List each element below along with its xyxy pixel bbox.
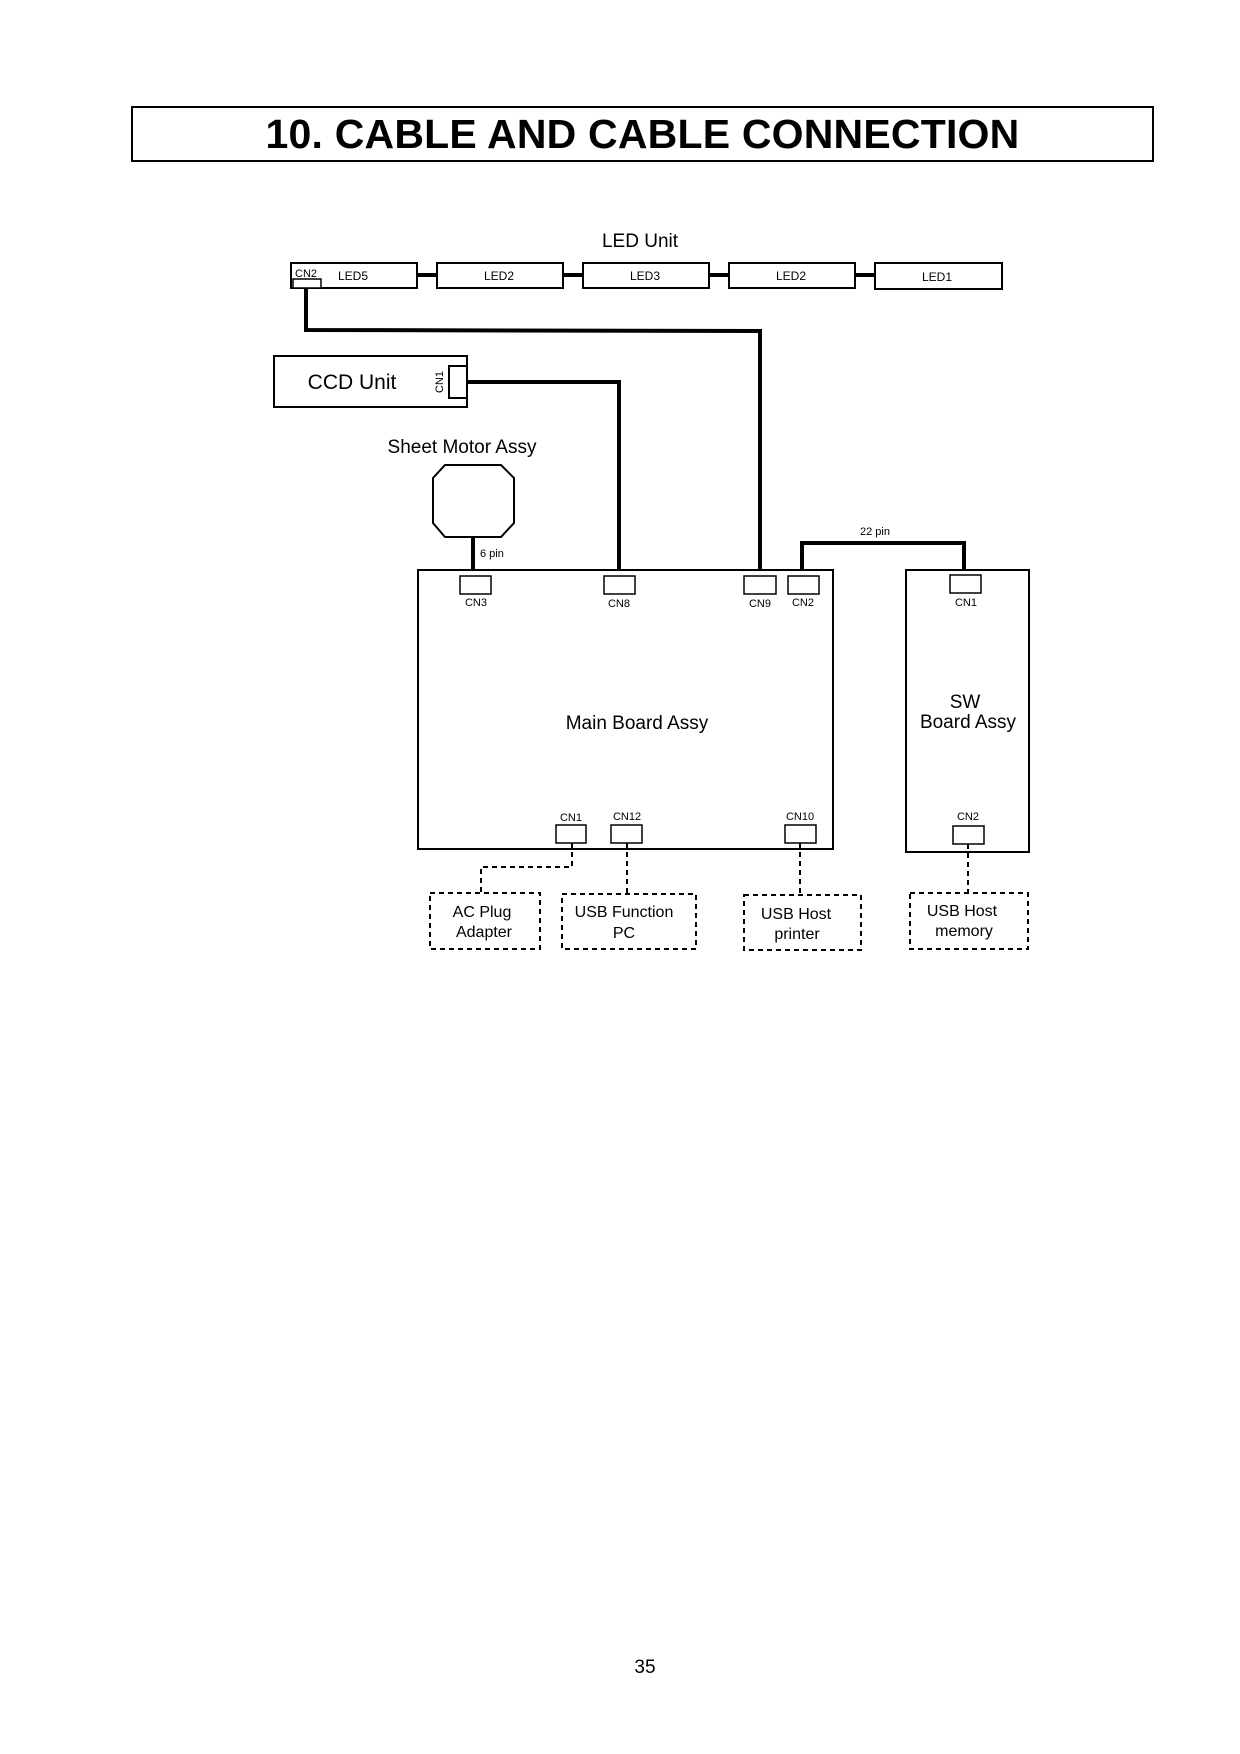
main-cn1-connector [555, 824, 587, 844]
led-segment-label: LED2 [776, 269, 806, 283]
main-cn12-label: CN12 [613, 811, 641, 823]
main-cn3-connector [459, 575, 492, 595]
ccd-unit-box [273, 355, 468, 408]
sheet-motor-label: Sheet Motor Assy [388, 437, 537, 458]
section-title-box: 10. CABLE AND CABLE CONNECTION [131, 106, 1154, 162]
sw-board-label-line1: SW [950, 692, 981, 713]
sheet-motor: Sheet Motor Assy [388, 437, 537, 538]
usb-host-memory-label-line2: memory [935, 923, 993, 940]
main-cables [304, 288, 966, 576]
main-cn9-connector [743, 575, 777, 595]
main-cn10-connector [784, 824, 817, 844]
usb-host-memory-box [909, 892, 1029, 950]
main-cn1-label: CN1 [560, 812, 582, 824]
led-unit-label: LED Unit [602, 231, 679, 252]
led-segment [582, 262, 710, 289]
led-cn2-label: CN2 [295, 268, 317, 280]
main-cn2-label: CN2 [792, 597, 814, 609]
external-cables [480, 843, 969, 895]
usb-host-printer-label-line2: printer [774, 926, 820, 943]
usb-host-memory-label-line1: USB Host [927, 903, 998, 920]
sw-cn2-connector [952, 825, 985, 845]
usb-function-label-line2: PC [613, 925, 635, 942]
main-board-label: Main Board Assy [566, 713, 709, 734]
sw-board-box [905, 569, 1030, 853]
main-board: Main Board Assy CN3 CN8 CN9 CN2 CN1 CN12… [417, 569, 834, 850]
cable-led-to-cn9 [304, 288, 762, 576]
sw-cn1-connector [949, 574, 982, 594]
sw-cn2-label: CN2 [957, 811, 979, 823]
led-unit: LED Unit LED5 LED2 LED3 LED2 LED1 CN2 [290, 231, 1003, 290]
ccd-cn1-connector [448, 365, 468, 399]
main-board-box [417, 569, 834, 850]
sw-board: SW Board Assy CN1 CN2 [905, 569, 1030, 853]
led-segment [436, 262, 564, 289]
usb-function-pc-box [561, 893, 697, 950]
ccd-cn1-label: CN1 [434, 371, 446, 393]
cable-cn1-to-ac-adapter [480, 843, 573, 893]
usb-function-label-line1: USB Function [575, 904, 674, 921]
main-cn3-label: CN3 [465, 597, 487, 609]
section-title: 10. CABLE AND CABLE CONNECTION [265, 110, 1020, 157]
main-cn2-connector [787, 575, 820, 595]
led-segment-label: LED1 [922, 270, 952, 284]
main-cn9-label: CN9 [749, 598, 771, 610]
ccd-unit-label: CCD Unit [308, 371, 397, 394]
page-number: 35 [634, 1657, 656, 1678]
led-segment [874, 262, 1003, 290]
led-segment-label: LED5 [338, 269, 368, 283]
usb-host-printer-box [743, 894, 862, 951]
main-cn10-label: CN10 [786, 811, 814, 823]
cable-cn2-to-sw-cn1 [800, 541, 966, 576]
led-segment-label: LED2 [484, 269, 514, 283]
ac-plug-label-line1: AC Plug [453, 904, 512, 921]
ccd-unit: CCD Unit CN1 [273, 355, 468, 408]
main-cn8-connector [603, 575, 636, 595]
ac-plug-label-line2: Adapter [456, 924, 513, 941]
sw-cn1-label: CN1 [955, 597, 977, 609]
usb-host-printer-label-line1: USB Host [761, 906, 832, 923]
led-segment [728, 262, 856, 289]
cable-6pin-label: 6 pin [480, 548, 504, 560]
main-cn12-connector [610, 824, 643, 844]
sw-board-label-line2: Board Assy [920, 712, 1017, 733]
cable-22pin-label: 22 pin [860, 526, 890, 538]
main-cn8-label: CN8 [608, 598, 630, 610]
motor-icon [432, 464, 515, 538]
external-device-boxes [429, 892, 1029, 951]
led-cn2-connector [292, 278, 322, 289]
cable-ccd-to-cn8 [466, 380, 621, 576]
ac-plug-adapter-box [429, 892, 541, 950]
led-segment-label: LED3 [630, 269, 660, 283]
